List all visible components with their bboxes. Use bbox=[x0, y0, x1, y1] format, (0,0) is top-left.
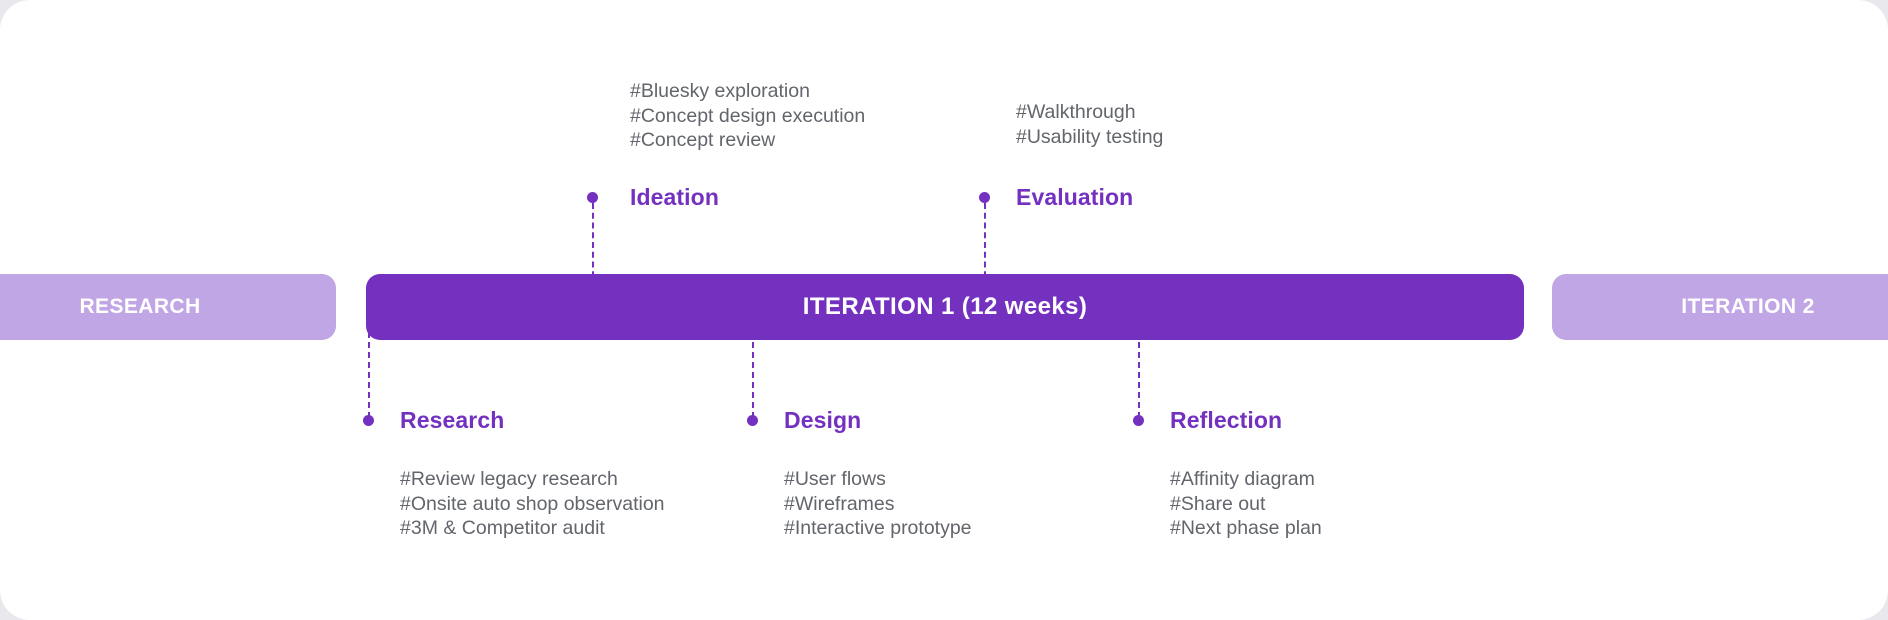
tag-item: #User flows bbox=[784, 468, 886, 490]
phase-bar-research[interactable]: RESEARCH bbox=[0, 274, 336, 340]
milestone-connector-evaluation bbox=[984, 203, 986, 287]
tag-item: #Affinity diagram bbox=[1170, 468, 1315, 490]
milestone-label-ideation[interactable]: Ideation bbox=[630, 184, 719, 210]
tag-item: #Usability testing bbox=[1016, 125, 1164, 148]
milestone-tags-research: #Review legacy research #Onsite auto sho… bbox=[400, 467, 665, 541]
milestone-tags-ideation: #Bluesky exploration #Concept design exe… bbox=[630, 79, 865, 153]
milestone-connector-reflection bbox=[1138, 332, 1140, 418]
milestone-dot-ideation[interactable] bbox=[587, 192, 598, 203]
tag-item: #Next phase plan bbox=[1170, 517, 1322, 539]
milestone-dot-design[interactable] bbox=[747, 415, 758, 426]
tag-item: #3M & Competitor audit bbox=[400, 517, 605, 539]
milestone-connector-research bbox=[368, 332, 370, 418]
milestone-dot-research[interactable] bbox=[363, 415, 374, 426]
milestone-connector-design bbox=[752, 332, 754, 418]
tag-item: #Share out bbox=[1170, 492, 1266, 515]
phase-bar-iteration1[interactable]: ITERATION 1 (12 weeks) bbox=[366, 274, 1524, 340]
tag-item: #Wireframes bbox=[784, 492, 895, 515]
milestone-connector-ideation bbox=[592, 203, 594, 287]
milestone-tags-evaluation: #Walkthrough #Usability testing bbox=[1016, 100, 1163, 149]
milestone-label-research[interactable]: Research bbox=[400, 407, 505, 433]
phase-bar-iteration2-label: ITERATION 2 bbox=[1681, 295, 1815, 318]
phase-bar-iteration2[interactable]: ITERATION 2 bbox=[1552, 274, 1888, 340]
tag-item: #Bluesky exploration bbox=[630, 80, 810, 102]
milestone-dot-evaluation[interactable] bbox=[979, 192, 990, 203]
milestone-tags-reflection: #Affinity diagram #Share out #Next phase… bbox=[1170, 467, 1322, 541]
milestone-dot-reflection[interactable] bbox=[1133, 415, 1144, 426]
tag-item: #Concept design execution bbox=[630, 104, 866, 127]
milestone-label-design[interactable]: Design bbox=[784, 407, 862, 433]
tag-item: #Interactive prototype bbox=[784, 517, 972, 539]
tag-item: #Concept review bbox=[630, 129, 776, 151]
tag-item: #Walkthrough bbox=[1016, 101, 1136, 123]
tag-item: #Review legacy research bbox=[400, 468, 618, 490]
milestone-label-reflection[interactable]: Reflection bbox=[1170, 407, 1283, 433]
phase-bar-iteration1-label: ITERATION 1 (12 weeks) bbox=[802, 293, 1088, 320]
milestone-label-evaluation[interactable]: Evaluation bbox=[1016, 184, 1134, 210]
milestone-tags-design: #User flows #Wireframes #Interactive pro… bbox=[784, 467, 972, 541]
tag-item: #Onsite auto shop observation bbox=[400, 492, 665, 515]
phase-bar-research-label: RESEARCH bbox=[79, 295, 201, 318]
